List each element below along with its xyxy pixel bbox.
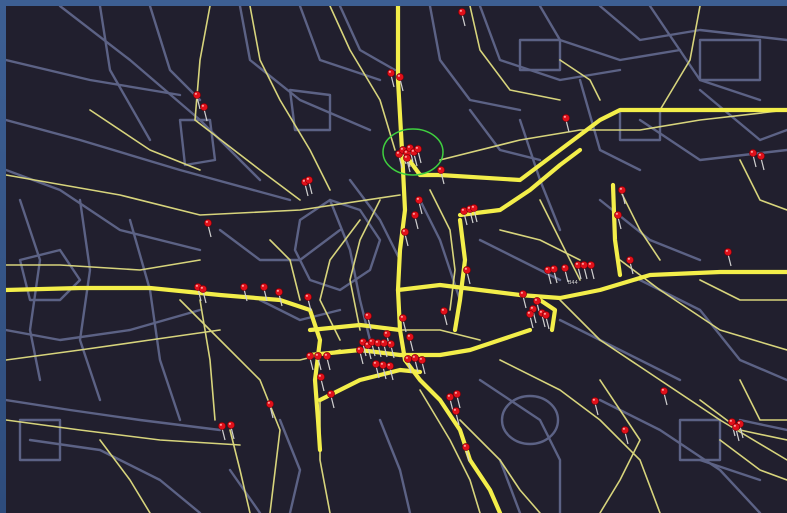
- map-pin-icon[interactable]: [275, 288, 283, 307]
- map-pin-icon[interactable]: [621, 426, 629, 445]
- map-pin-icon[interactable]: [587, 261, 595, 280]
- map-pin-icon[interactable]: [732, 423, 740, 442]
- map-pin-icon[interactable]: [463, 266, 471, 285]
- map-pin-icon[interactable]: [194, 283, 202, 302]
- map-pin-icon[interactable]: [724, 248, 732, 267]
- map-pin-icon[interactable]: [218, 422, 226, 441]
- map-pin-icon[interactable]: [526, 310, 534, 329]
- map-pin-icon[interactable]: [452, 407, 460, 426]
- map-pins: [193, 8, 765, 462]
- map-pin-icon[interactable]: [415, 196, 423, 215]
- map-viewport[interactable]: B44: [6, 6, 787, 513]
- map-pin-icon[interactable]: [260, 283, 268, 302]
- map-pin-icon[interactable]: [437, 166, 445, 185]
- map-pin-icon[interactable]: [618, 186, 626, 205]
- map-pin-icon[interactable]: [406, 333, 414, 352]
- map-pin-icon[interactable]: [550, 265, 558, 284]
- map-pin-icon[interactable]: [411, 354, 419, 373]
- map-pin-icon[interactable]: [458, 8, 466, 27]
- map-pin-icon[interactable]: [304, 293, 312, 312]
- map-pin-icon[interactable]: [574, 261, 582, 280]
- map-pin-icon[interactable]: [396, 73, 404, 92]
- map-pin-icon[interactable]: [414, 145, 422, 164]
- map-pin-icon[interactable]: [364, 312, 372, 331]
- secondary-roads: [6, 6, 787, 513]
- map-pin-icon[interactable]: [418, 356, 426, 375]
- map-pin-icon[interactable]: [323, 352, 331, 371]
- map-pin-icon[interactable]: [200, 103, 208, 122]
- map-pin-icon[interactable]: [580, 261, 588, 280]
- map-pin-icon[interactable]: [227, 421, 235, 440]
- map-pin-icon[interactable]: [317, 373, 325, 392]
- map-pin-icon[interactable]: [306, 352, 314, 371]
- map-pin-icon[interactable]: [561, 264, 569, 283]
- map-pin-icon[interactable]: [356, 346, 364, 365]
- minor-roads: [6, 6, 787, 513]
- map-pin-icon[interactable]: [403, 154, 411, 173]
- map-pin-icon[interactable]: [470, 204, 478, 223]
- main-roads: [6, 6, 787, 513]
- map-pin-icon[interactable]: [193, 91, 201, 110]
- map-pin-icon[interactable]: [327, 390, 335, 409]
- map-pin-icon[interactable]: [749, 149, 757, 168]
- map-pin-icon[interactable]: [387, 340, 395, 359]
- map-pin-icon[interactable]: [374, 339, 382, 358]
- map-pin-icon[interactable]: [411, 211, 419, 230]
- map-pin-icon[interactable]: [614, 211, 622, 230]
- map-pin-icon[interactable]: [359, 338, 367, 357]
- map-canvas[interactable]: B44: [6, 6, 787, 513]
- map-pin-icon[interactable]: [372, 360, 380, 379]
- map-pin-icon[interactable]: [399, 314, 407, 333]
- map-pin-icon[interactable]: [204, 219, 212, 238]
- map-pin-icon[interactable]: [562, 114, 570, 133]
- map-pin-icon[interactable]: [591, 397, 599, 416]
- map-pin-icon[interactable]: [626, 256, 634, 275]
- map-pin-icon[interactable]: [440, 307, 448, 326]
- map-pin-icon[interactable]: [386, 362, 394, 381]
- map-pin-icon[interactable]: [401, 228, 409, 247]
- map-pin-icon[interactable]: [660, 387, 668, 406]
- map-pin-icon[interactable]: [266, 400, 274, 419]
- map-pin-icon[interactable]: [462, 443, 470, 462]
- map-pin-icon[interactable]: [314, 352, 322, 371]
- highlight-circle[interactable]: [382, 128, 444, 176]
- map-pin-icon[interactable]: [542, 311, 550, 330]
- map-pin-icon[interactable]: [387, 69, 395, 88]
- road-label: B44: [568, 280, 578, 286]
- map-pin-icon[interactable]: [757, 152, 765, 171]
- map-pin-icon[interactable]: [199, 285, 207, 304]
- map-pin-icon[interactable]: [240, 283, 248, 302]
- map-pin-icon[interactable]: [460, 207, 468, 226]
- map-pin-icon[interactable]: [519, 290, 527, 309]
- map-pin-icon[interactable]: [453, 390, 461, 409]
- map-pin-icon[interactable]: [379, 361, 387, 380]
- map-pin-icon[interactable]: [305, 176, 313, 195]
- map-pin-icon[interactable]: [446, 393, 454, 412]
